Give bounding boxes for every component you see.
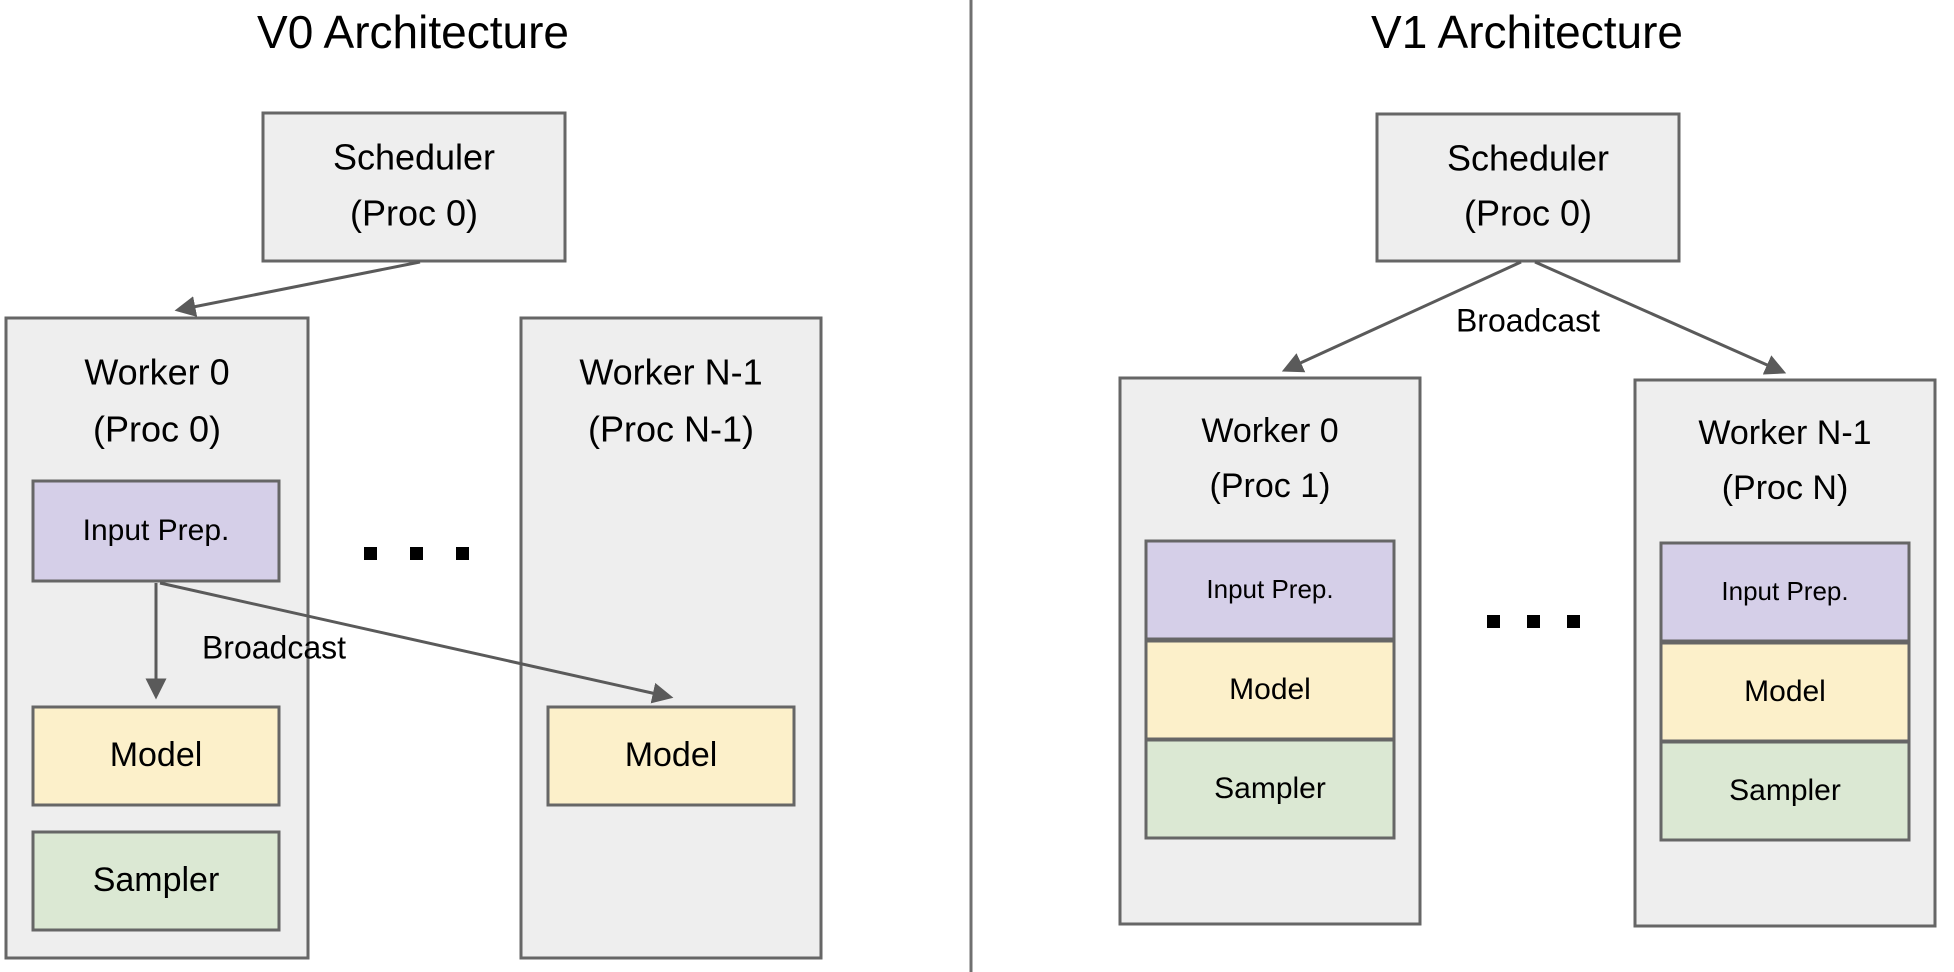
v0-worker-n-1-node[interactable]: Worker N-1 (Proc N-1) Model (519, 316, 823, 960)
v1-worker-n-1-sampler-box[interactable] (1659, 740, 1911, 842)
v1-worker-0-sampler-box[interactable] (1144, 738, 1396, 840)
v1-worker-n-1-node[interactable]: Worker N-1 (Proc N) Input Prep. Model Sa… (1633, 378, 1937, 928)
v1-worker-n-1-sampler-label: Sampler (1729, 774, 1841, 807)
v0-broadcast-edge-label: Broadcast (202, 629, 346, 665)
v0-scheduler-label-line2: (Proc 0) (350, 193, 478, 234)
v1-scheduler-box[interactable] (1375, 112, 1681, 263)
v1-worker-0-model-box[interactable] (1144, 639, 1396, 741)
v1-scheduler-label-line1: Scheduler (1447, 138, 1609, 179)
v0-scheduler-box[interactable] (261, 111, 567, 263)
v1-edge-scheduler-to-workern (1534, 260, 1787, 375)
v0-worker-0-sampler-node[interactable]: Sampler (31, 830, 281, 932)
v0-worker-0-label-line2: (Proc 0) (93, 409, 221, 450)
v1-ellipsis (1487, 615, 1580, 628)
v0-worker-0-input-prep-box[interactable] (31, 479, 281, 583)
v1-worker-n-1-model-label: Model (1744, 675, 1826, 708)
panel-v0: V0 Architecture Scheduler (Proc 0) Worke… (4, 6, 823, 960)
v1-scheduler-node[interactable]: Scheduler (Proc 0) (1375, 112, 1681, 263)
v1-worker-0-sampler-label: Sampler (1214, 772, 1326, 805)
v0-worker-n-1-model-label: Model (625, 736, 718, 774)
v0-worker-0-input-prep-node[interactable]: Input Prep. (31, 479, 281, 583)
v1-worker-0-input-prep-node[interactable]: Input Prep. (1144, 539, 1396, 641)
v0-worker-0-model-node[interactable]: Model (31, 705, 281, 807)
v0-worker-0-sampler-box[interactable] (31, 830, 281, 932)
v1-worker-0-model-label: Model (1229, 673, 1311, 706)
panel-v1-title: V1 Architecture (1371, 6, 1683, 58)
v0-worker-0-node[interactable]: Worker 0 (Proc 0) Input Prep. Model Samp… (4, 316, 310, 960)
v1-worker-n-1-label-line1: Worker N-1 (1698, 414, 1871, 452)
v1-scheduler-label-line2: (Proc 0) (1464, 193, 1592, 234)
v0-worker-0-sampler-label: Sampler (93, 861, 220, 899)
v0-worker-0-input-prep-label: Input Prep. (83, 514, 230, 547)
v1-edge-scheduler-to-worker0 (1281, 260, 1522, 373)
panel-v0-title: V0 Architecture (257, 6, 569, 58)
v1-worker-n-1-sampler-node[interactable]: Sampler (1659, 740, 1911, 842)
v1-worker-n-1-model-box[interactable] (1659, 641, 1911, 743)
v1-worker-n-1-model-node[interactable]: Model (1659, 641, 1911, 743)
v0-worker-0-model-label: Model (110, 736, 203, 774)
v1-worker-0-input-prep-label: Input Prep. (1206, 574, 1333, 604)
v0-worker-n-1-model-node[interactable]: Model (546, 705, 796, 807)
v0-scheduler-node[interactable]: Scheduler (Proc 0) (261, 111, 567, 263)
v0-worker-n-1-label-line2: (Proc N-1) (588, 409, 754, 450)
v0-worker-0-model-box[interactable] (31, 705, 281, 807)
v1-worker-n-1-input-prep-box[interactable] (1659, 541, 1911, 643)
v0-worker-n-1-label-line1: Worker N-1 (579, 352, 762, 393)
v1-worker-0-label-line1: Worker 0 (1201, 412, 1338, 450)
v0-scheduler-label-line1: Scheduler (333, 137, 495, 178)
v1-worker-0-label-line2: (Proc 1) (1210, 467, 1331, 505)
v1-worker-0-input-prep-box[interactable] (1144, 539, 1396, 641)
v1-worker-0-node[interactable]: Worker 0 (Proc 1) Input Prep. Model Samp… (1118, 376, 1422, 926)
v0-worker-n-1-box[interactable] (519, 316, 823, 960)
v1-worker-0-model-node[interactable]: Model (1144, 639, 1396, 741)
v0-ellipsis (364, 547, 469, 560)
v1-broadcast-edge-label: Broadcast (1456, 302, 1600, 338)
v1-worker-n-1-label-line2: (Proc N) (1722, 469, 1849, 507)
v1-worker-n-1-input-prep-label: Input Prep. (1721, 576, 1848, 606)
v0-worker-n-1-model-box[interactable] (546, 705, 796, 807)
v0-edge-inputprep-to-remote-model (159, 581, 674, 704)
v0-worker-0-label-line1: Worker 0 (84, 352, 229, 393)
v0-edge-scheduler-to-worker0 (174, 260, 421, 317)
v1-worker-0-sampler-node[interactable]: Sampler (1144, 738, 1396, 840)
panel-v1: V1 Architecture Scheduler (Proc 0) Broad… (1118, 6, 1937, 928)
v1-worker-n-1-input-prep-node[interactable]: Input Prep. (1659, 541, 1911, 643)
